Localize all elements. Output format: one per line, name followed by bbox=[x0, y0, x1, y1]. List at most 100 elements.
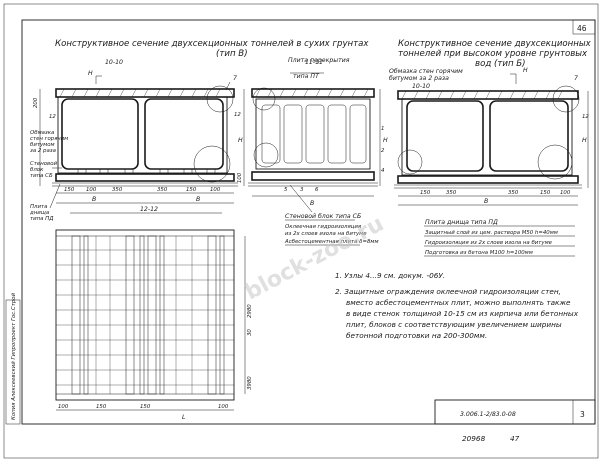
plan-12-12: 2980 30 3980 100 150 150 100 L bbox=[55, 229, 253, 421]
section-label: 10-10 bbox=[105, 59, 123, 66]
svg-text:блок: блок bbox=[30, 167, 44, 173]
svg-text:L: L bbox=[182, 414, 186, 421]
svg-text:150: 150 bbox=[140, 404, 151, 410]
svg-text:битумом за 2 раза: битумом за 2 раза bbox=[389, 74, 449, 82]
svg-text:B: B bbox=[92, 196, 96, 203]
svg-text:битумом: битумом bbox=[30, 142, 55, 148]
svg-text:1: 1 bbox=[381, 126, 384, 132]
svg-text:H: H bbox=[238, 137, 243, 144]
sheet-outer-frame bbox=[3, 3, 599, 459]
svg-text:Асбестоцементная плита δ=8мм: Асбестоцементная плита δ=8мм bbox=[284, 239, 379, 245]
svg-text:Плита днища типа ПД: Плита днища типа ПД bbox=[425, 219, 498, 226]
sheet-frame bbox=[21, 19, 596, 425]
left-cell-1 bbox=[61, 98, 139, 170]
section-right-10-10: Обмазка стен горячим битумом за 2 раза 1… bbox=[381, 67, 589, 206]
svg-text:100: 100 bbox=[210, 187, 221, 193]
h-label: H bbox=[88, 70, 93, 77]
svg-text:5: 5 bbox=[284, 187, 288, 193]
svg-text:100: 100 bbox=[237, 172, 243, 183]
right-title-line1: Конструктивное сечение двухсекционных bbox=[398, 39, 592, 49]
section-left-10-10: 10-10 H 7 bbox=[29, 59, 238, 222]
corner-box bbox=[572, 19, 596, 35]
doc-code: 3.006.1-2/83.0-08 bbox=[460, 411, 516, 418]
svg-text:B: B bbox=[196, 196, 200, 203]
section-label: 11-11 bbox=[305, 59, 323, 66]
svg-text:150: 150 bbox=[420, 190, 431, 196]
svg-text:Плита: Плита bbox=[30, 204, 47, 210]
svg-text:Стеновой: Стеновой bbox=[30, 161, 58, 167]
svg-text:12-12: 12-12 bbox=[140, 206, 158, 213]
svg-text:200: 200 bbox=[33, 97, 39, 108]
svg-text:150: 150 bbox=[96, 404, 107, 410]
svg-text:днища: днища bbox=[29, 210, 49, 216]
svg-text:Обмазка стен горячим: Обмазка стен горячим bbox=[389, 67, 463, 75]
note-2-line2: вместо асбестоцементных плит, можно выпо… bbox=[346, 298, 571, 307]
svg-text:за 2 раза: за 2 раза bbox=[30, 148, 56, 154]
svg-text:2980: 2980 bbox=[247, 304, 253, 318]
svg-text:стен горячим: стен горячим bbox=[30, 136, 68, 142]
svg-text:6: 6 bbox=[315, 187, 319, 193]
svg-text:H: H bbox=[523, 67, 528, 74]
svg-text:350: 350 bbox=[508, 190, 519, 196]
side-stamp-text: Копия Алексеевский Гипропроект Гос.Строй bbox=[11, 292, 17, 420]
bottom-page: 47 bbox=[510, 434, 520, 443]
svg-text:4: 4 bbox=[381, 168, 385, 174]
svg-text:Защитный слой из цем. раствора: Защитный слой из цем. раствора М50 h=40м… bbox=[425, 230, 558, 236]
corner-number: 46 bbox=[577, 24, 587, 33]
svg-text:H: H bbox=[582, 137, 587, 144]
svg-text:100: 100 bbox=[560, 190, 571, 196]
svg-text:Плита перекрытия: Плита перекрытия bbox=[288, 57, 350, 64]
side-stamp-strip bbox=[5, 299, 21, 425]
left-title-line1: Конструктивное сечение двухсекционных то… bbox=[55, 39, 369, 49]
section-middle-11-11: 11-11 Плита перекрытия типа ПТ 12 H 100 bbox=[234, 57, 388, 213]
svg-text:3980: 3980 bbox=[247, 376, 253, 390]
node-circle-6-left bbox=[193, 145, 231, 183]
svg-text:из 2х слоев изола на битуме: из 2х слоев изола на битуме bbox=[285, 231, 367, 237]
svg-text:H: H bbox=[383, 137, 388, 144]
svg-text:100: 100 bbox=[58, 404, 69, 410]
note-2-line3: в виде стенок толщиной 10-15 см из кирпи… bbox=[346, 309, 579, 318]
svg-text:типа ПД: типа ПД bbox=[30, 216, 53, 222]
svg-text:B: B bbox=[484, 198, 488, 205]
svg-text:7: 7 bbox=[574, 75, 578, 82]
svg-text:2: 2 bbox=[381, 148, 385, 154]
note-2-line4: плит, блоков с соответствующим увеличени… bbox=[346, 320, 562, 329]
svg-text:150: 150 bbox=[540, 190, 551, 196]
svg-text:3: 3 bbox=[300, 187, 304, 193]
note-1: 1. Узлы 4...9 см. докум. -06У. bbox=[335, 271, 445, 280]
left-title-line2: (тип В) bbox=[216, 49, 248, 59]
title-block: 3.006.1-2/83.0-08 3 bbox=[434, 399, 596, 425]
left-cell-2 bbox=[144, 98, 224, 170]
node-circle-7-left bbox=[206, 85, 234, 113]
sheet-number: 3 bbox=[580, 410, 585, 419]
svg-text:12: 12 bbox=[49, 114, 56, 120]
svg-text:Обмазка: Обмазка bbox=[30, 130, 54, 136]
callout-base-slab-pd: Плита днища типа ПД Защитный слой из цем… bbox=[424, 219, 575, 257]
svg-text:100: 100 bbox=[218, 404, 229, 410]
callout-wall-block-sb: Стеновой блок типа СБ Оклеечная гидроизо… bbox=[284, 212, 379, 246]
svg-text:типа СБ: типа СБ bbox=[30, 173, 53, 179]
svg-text:B: B bbox=[310, 200, 314, 207]
svg-text:12: 12 bbox=[234, 112, 241, 118]
svg-text:Стеновой блок типа СБ: Стеновой блок типа СБ bbox=[285, 212, 361, 220]
bottom-code: 20968 bbox=[462, 434, 486, 443]
svg-text:350: 350 bbox=[157, 187, 168, 193]
note-2-line5: бетонной подготовки на 200-300мм. bbox=[346, 331, 487, 340]
svg-text:Гидроизоляция из 2х слоев изол: Гидроизоляция из 2х слоев изола на битум… bbox=[425, 240, 553, 246]
svg-text:типа ПТ: типа ПТ bbox=[293, 73, 320, 80]
svg-text:Оклеечная гидроизоляция: Оклеечная гидроизоляция bbox=[285, 224, 362, 230]
cover-slab-hatch bbox=[59, 88, 221, 98]
svg-text:150: 150 bbox=[186, 187, 197, 193]
right-title-line2: тоннелей при высоком уровне грунтовых bbox=[398, 49, 588, 59]
svg-text:12: 12 bbox=[582, 114, 589, 120]
note-2-line1: 2. Защитные ограждения оклеечной гидроиз… bbox=[335, 287, 561, 296]
svg-text:30: 30 bbox=[247, 329, 253, 336]
svg-text:Подготовка из бетона М100 h=10: Подготовка из бетона М100 h=100мм bbox=[425, 250, 533, 256]
right-title-line3: вод (тип Б) bbox=[475, 59, 526, 69]
svg-text:10-10: 10-10 bbox=[412, 83, 430, 90]
svg-text:350: 350 bbox=[446, 190, 457, 196]
svg-text:7: 7 bbox=[233, 75, 237, 82]
svg-text:150: 150 bbox=[64, 187, 75, 193]
svg-text:350: 350 bbox=[112, 187, 123, 193]
